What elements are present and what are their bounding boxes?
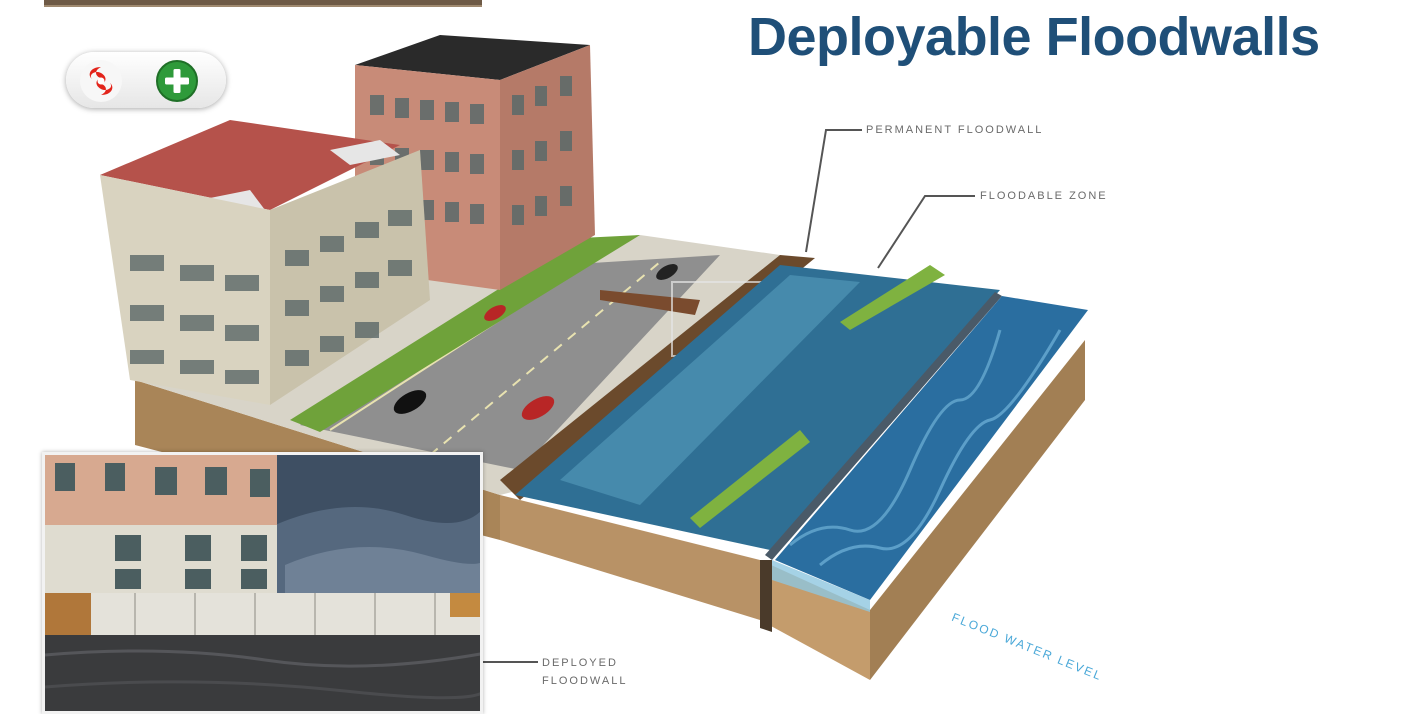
green-strip — [290, 235, 640, 432]
page-title: Deployable Floodwalls — [748, 7, 1320, 67]
floodable-zone-label: Floodable zone — [980, 190, 1108, 202]
car — [656, 264, 678, 280]
floodable-zone-greenery — [690, 430, 810, 528]
roof-red — [100, 120, 400, 210]
car — [521, 396, 555, 420]
floodable-zone-greenery — [840, 265, 945, 330]
car — [393, 390, 427, 414]
car — [484, 305, 506, 321]
soil-front-right — [760, 560, 870, 680]
top-image-strip — [44, 0, 482, 7]
building-beige-front — [100, 175, 270, 405]
leader-line-floodable — [877, 195, 975, 269]
deployed-floodwall-inset-photo — [42, 452, 483, 714]
icon-toolbar — [66, 52, 226, 108]
soil-front — [500, 495, 760, 620]
deployed-floodwall-label: Deployed floodwall — [542, 657, 628, 687]
road — [300, 255, 720, 470]
plus-circle-icon[interactable] — [154, 58, 200, 104]
soil-side — [870, 340, 1085, 680]
hurricane-icon[interactable] — [78, 58, 124, 104]
leader-line-permanent — [805, 129, 862, 253]
flood-water — [775, 296, 1088, 600]
permanent-floodwall-label: Permanent floodwall — [866, 124, 1044, 136]
roof — [355, 35, 590, 80]
